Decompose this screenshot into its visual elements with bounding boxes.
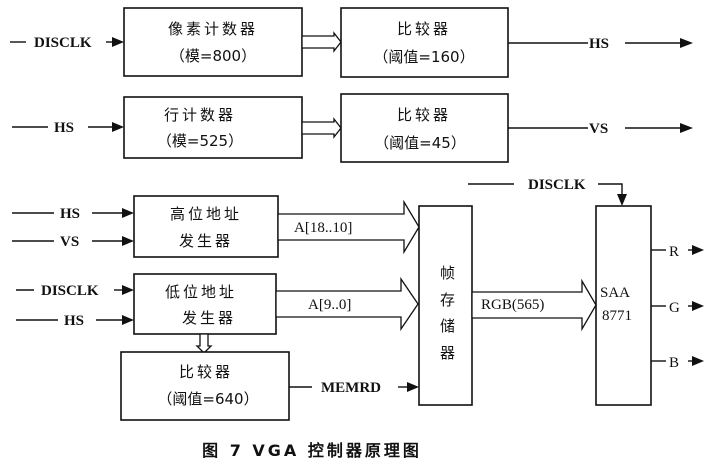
arrow-right-icon	[122, 285, 134, 295]
frame-memory-block	[418, 205, 473, 406]
saa8771-line2: 8771	[602, 308, 632, 324]
row-counter-title: 行计数器	[164, 106, 236, 124]
row-counter-param: （模=525）	[157, 132, 243, 150]
hs-input-label: HS	[54, 120, 74, 136]
saa8771-line1: SAA	[600, 285, 630, 301]
arrow-right-icon	[692, 356, 704, 366]
vs-input: VS	[12, 234, 134, 250]
disclk-input-1: DISCLK	[10, 35, 124, 51]
vs-output-label: VS	[589, 121, 608, 137]
disclk-label: DISCLK	[41, 283, 99, 299]
saa8771-block	[595, 205, 652, 406]
arrow-right-icon	[112, 122, 124, 132]
g-output: G	[651, 300, 704, 316]
comparator-vs-title: 比较器	[397, 106, 451, 124]
b-output: B	[651, 355, 704, 371]
comparator-rd-param: （阈值=640）	[157, 390, 258, 408]
arrow-right-icon	[112, 37, 124, 47]
frame-memory-char: 帧	[440, 264, 455, 282]
arrow-right-icon	[692, 245, 704, 255]
hs-output-label: HS	[589, 36, 609, 52]
low-addr-gen-line2: 发生器	[182, 309, 236, 327]
low-addr-bus-label: A[9..0]	[308, 297, 351, 313]
disclk-input-2: DISCLK	[16, 283, 134, 299]
low-addr-gen-block	[133, 273, 277, 335]
row-counter-block	[123, 96, 303, 159]
arrow-right-icon	[680, 38, 693, 48]
signal-line	[598, 183, 623, 196]
high-addr-bus-arrow	[277, 199, 420, 255]
memrd-label: MEMRD	[321, 380, 381, 396]
vs-output: VS	[508, 121, 693, 137]
rgb-bus-arrow	[471, 278, 597, 332]
hs-input-1: HS	[12, 120, 124, 136]
arrow-right-icon	[680, 123, 693, 133]
arrow-down-icon	[617, 194, 627, 206]
vs-input-label: VS	[60, 234, 79, 250]
pixel-counter-title: 像素计数器	[168, 20, 258, 38]
comparator-vs-param: （阈值=45）	[374, 134, 466, 152]
arrow-right-icon	[122, 208, 134, 218]
frame-memory-char: 储	[440, 317, 455, 335]
high-addr-bus-label: A[18..10]	[294, 220, 352, 236]
g-label: G	[669, 300, 680, 316]
arrow-right-icon	[407, 382, 419, 392]
b-label: B	[669, 355, 679, 371]
hs-input-2: HS	[12, 206, 134, 222]
comparator-rd-title: 比较器	[179, 363, 233, 381]
frame-memory-char: 存	[440, 291, 455, 309]
disclk-label: DISCLK	[528, 177, 586, 193]
arrow-right-icon	[122, 236, 134, 246]
high-addr-gen-line1: 高位地址	[170, 205, 242, 223]
comparator-hs-title: 比较器	[397, 20, 451, 38]
hs-input-label: HS	[60, 206, 80, 222]
hs-input-3: HS	[16, 313, 134, 329]
hs-input-label: HS	[64, 313, 84, 329]
r-label: R	[669, 244, 679, 260]
arrow-right-icon	[692, 301, 704, 311]
disclk-input-3: DISCLK	[468, 177, 627, 206]
high-addr-gen-block	[133, 195, 279, 258]
bus-arrow-down	[195, 333, 213, 354]
low-addr-gen-line1: 低位地址	[165, 283, 237, 301]
disclk-label: DISCLK	[34, 35, 92, 51]
arrow-right-icon	[122, 315, 134, 325]
frame-memory-char: 器	[440, 344, 455, 362]
pixel-counter-param: （模=800）	[170, 47, 256, 65]
high-addr-gen-line2: 发生器	[179, 232, 233, 250]
memrd-signal: MEMRD	[289, 380, 419, 396]
bus-arrow	[301, 31, 342, 53]
r-output: R	[651, 244, 704, 260]
figure-caption: 图 7 VGA 控制器原理图	[202, 441, 422, 460]
bus-arrow	[301, 117, 342, 139]
hs-output: HS	[508, 36, 693, 52]
rgb-bus-label: RGB(565)	[481, 297, 544, 313]
comparator-hs-param: （阈值=160）	[373, 48, 474, 66]
comparator-hs-block	[340, 7, 509, 78]
pixel-counter-block	[123, 7, 303, 77]
low-addr-bus-arrow	[275, 276, 419, 332]
comparator-rd-block	[120, 351, 290, 421]
